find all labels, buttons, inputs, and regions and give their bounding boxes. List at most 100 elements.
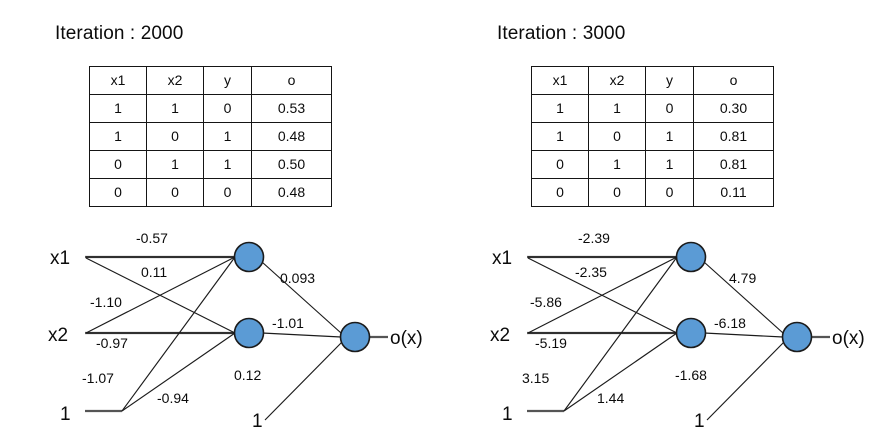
weight-label-bias-h2: 1.44 bbox=[597, 390, 624, 406]
truth-table-right: x1 x2 y o 1 1 0 0.30 1 0 1 0.81 0 1 bbox=[531, 66, 774, 207]
edge-h1-out bbox=[261, 261, 342, 334]
cell-o: 0.48 bbox=[251, 122, 332, 151]
neural-network-diagram-right: x1 x2 1 1 o(x) -2.39 -2.35 -5.86 -5.19 3… bbox=[490, 230, 865, 432]
hidden-node-2 bbox=[675, 317, 707, 349]
input-label-bias: 1 bbox=[502, 404, 513, 425]
hidden-node-2 bbox=[233, 317, 265, 349]
input-label-x2: x2 bbox=[490, 325, 510, 346]
cell-y: 1 bbox=[203, 150, 252, 179]
cell-x1: 1 bbox=[531, 122, 589, 151]
weight-label-h2-out: -1.01 bbox=[272, 315, 304, 331]
weight-label-h2-out: -6.18 bbox=[714, 315, 746, 331]
edge-x2-h1 bbox=[85, 256, 236, 334]
edge-h2-out bbox=[703, 332, 784, 338]
edge-x2-h1 bbox=[527, 256, 678, 334]
cell-y: 1 bbox=[645, 122, 694, 151]
cell-y: 0 bbox=[203, 94, 252, 123]
cell-o: 0.81 bbox=[693, 122, 774, 151]
output-node bbox=[781, 321, 813, 353]
column-header-x1: x1 bbox=[89, 66, 147, 95]
edge-bias-h1 bbox=[563, 256, 678, 412]
hidden-bias-label: 1 bbox=[694, 411, 705, 432]
panel-title-right: Iteration : 3000 bbox=[497, 23, 626, 44]
cell-x2: 1 bbox=[146, 150, 204, 179]
truth-table-left: x1 x2 y o 1 1 0 0.53 1 0 1 0.48 0 1 bbox=[89, 66, 332, 207]
edge-h2-out bbox=[261, 332, 342, 338]
weight-label-x1-h2: -2.35 bbox=[575, 264, 607, 280]
weight-label-x2-h2: -0.97 bbox=[96, 335, 128, 351]
column-header-x2: x2 bbox=[146, 66, 204, 95]
edge-h1-out bbox=[703, 261, 784, 334]
column-header-y: y bbox=[645, 66, 694, 95]
edge-hidden-bias-out bbox=[264, 340, 344, 421]
cell-o: 0.30 bbox=[693, 94, 774, 123]
edge-bias-h2 bbox=[121, 332, 236, 412]
weight-label-h1-out: 4.79 bbox=[729, 270, 756, 286]
weight-label-x2-h2: -5.19 bbox=[535, 335, 567, 351]
cell-o: 0.53 bbox=[251, 94, 332, 123]
cell-x2: 1 bbox=[146, 94, 204, 123]
panel-title-left: Iteration : 2000 bbox=[55, 23, 184, 44]
cell-x1: 1 bbox=[89, 122, 147, 151]
column-header-o: o bbox=[693, 66, 774, 95]
cell-y: 1 bbox=[203, 122, 252, 151]
cell-x2: 1 bbox=[588, 94, 646, 123]
output-node bbox=[339, 321, 371, 353]
input-label-x1: x1 bbox=[50, 248, 70, 269]
column-header-x2: x2 bbox=[588, 66, 646, 95]
weight-label-h1-out: 0.093 bbox=[280, 270, 315, 286]
input-label-bias: 1 bbox=[60, 404, 71, 425]
hidden-bias-label: 1 bbox=[252, 411, 263, 432]
weight-label-bias-out: -1.68 bbox=[675, 367, 707, 383]
table-row: 1 0 1 0.81 bbox=[531, 122, 774, 151]
cell-x2: 0 bbox=[146, 178, 204, 207]
cell-x2: 1 bbox=[588, 150, 646, 179]
table-row: 0 0 0 0.48 bbox=[89, 178, 332, 207]
weight-label-bias-out: 0.12 bbox=[234, 367, 261, 383]
cell-x1: 0 bbox=[89, 178, 147, 207]
weight-label-bias-h1: -1.07 bbox=[82, 370, 114, 386]
cell-o: 0.48 bbox=[251, 178, 332, 207]
hidden-node-1 bbox=[675, 241, 707, 273]
cell-o: 0.50 bbox=[251, 150, 332, 179]
table-header-row: x1 x2 y o bbox=[531, 66, 774, 95]
weight-label-x1-h1: -0.57 bbox=[136, 230, 168, 246]
input-label-x2: x2 bbox=[48, 325, 68, 346]
cell-x1: 0 bbox=[531, 178, 589, 207]
table-row: 0 0 0 0.11 bbox=[531, 178, 774, 207]
table-header-row: x1 x2 y o bbox=[89, 66, 332, 95]
iteration-panel-2000: Iteration : 2000 x1 x2 y o 1 1 0 0.53 1 … bbox=[48, 23, 423, 432]
iteration-panel-3000: Iteration : 3000 x1 x2 y o 1 1 0 0.30 1 … bbox=[442, 0, 885, 436]
weight-label-bias-h2: -0.94 bbox=[157, 390, 189, 406]
edge-bias-h1 bbox=[121, 256, 236, 412]
weight-label-x1-h1: -2.39 bbox=[578, 230, 610, 246]
edge-hidden-bias-out bbox=[706, 340, 786, 421]
table-row: 1 1 0 0.30 bbox=[531, 94, 774, 123]
neural-network-diagram-left: x1 x2 1 1 o(x) -0.57 0.11 -1.10 -0.97 -1… bbox=[48, 230, 423, 432]
edge-bias-h2 bbox=[563, 332, 678, 412]
hidden-node-1 bbox=[233, 241, 265, 273]
cell-x1: 0 bbox=[531, 150, 589, 179]
output-label: o(x) bbox=[832, 328, 865, 349]
weight-label-bias-h1: 3.15 bbox=[522, 370, 549, 386]
cell-y: 1 bbox=[645, 150, 694, 179]
output-label: o(x) bbox=[390, 328, 423, 349]
cell-x1: 1 bbox=[89, 94, 147, 123]
cell-o: 0.81 bbox=[693, 150, 774, 179]
table-row: 0 1 1 0.81 bbox=[531, 150, 774, 179]
weight-label-x1-h2: 0.11 bbox=[141, 264, 167, 280]
input-label-x1: x1 bbox=[492, 248, 512, 269]
cell-y: 0 bbox=[645, 178, 694, 207]
cell-x2: 0 bbox=[146, 122, 204, 151]
cell-y: 0 bbox=[645, 94, 694, 123]
weight-label-x2-h1: -5.86 bbox=[530, 294, 562, 310]
table-row: 0 1 1 0.50 bbox=[89, 150, 332, 179]
table-row: 1 1 0 0.53 bbox=[89, 94, 332, 123]
cell-x1: 1 bbox=[531, 94, 589, 123]
cell-x2: 0 bbox=[588, 122, 646, 151]
cell-y: 0 bbox=[203, 178, 252, 207]
cell-o: 0.11 bbox=[693, 178, 774, 207]
column-header-x1: x1 bbox=[531, 66, 589, 95]
weight-label-x2-h1: -1.10 bbox=[90, 294, 122, 310]
cell-x2: 0 bbox=[588, 178, 646, 207]
